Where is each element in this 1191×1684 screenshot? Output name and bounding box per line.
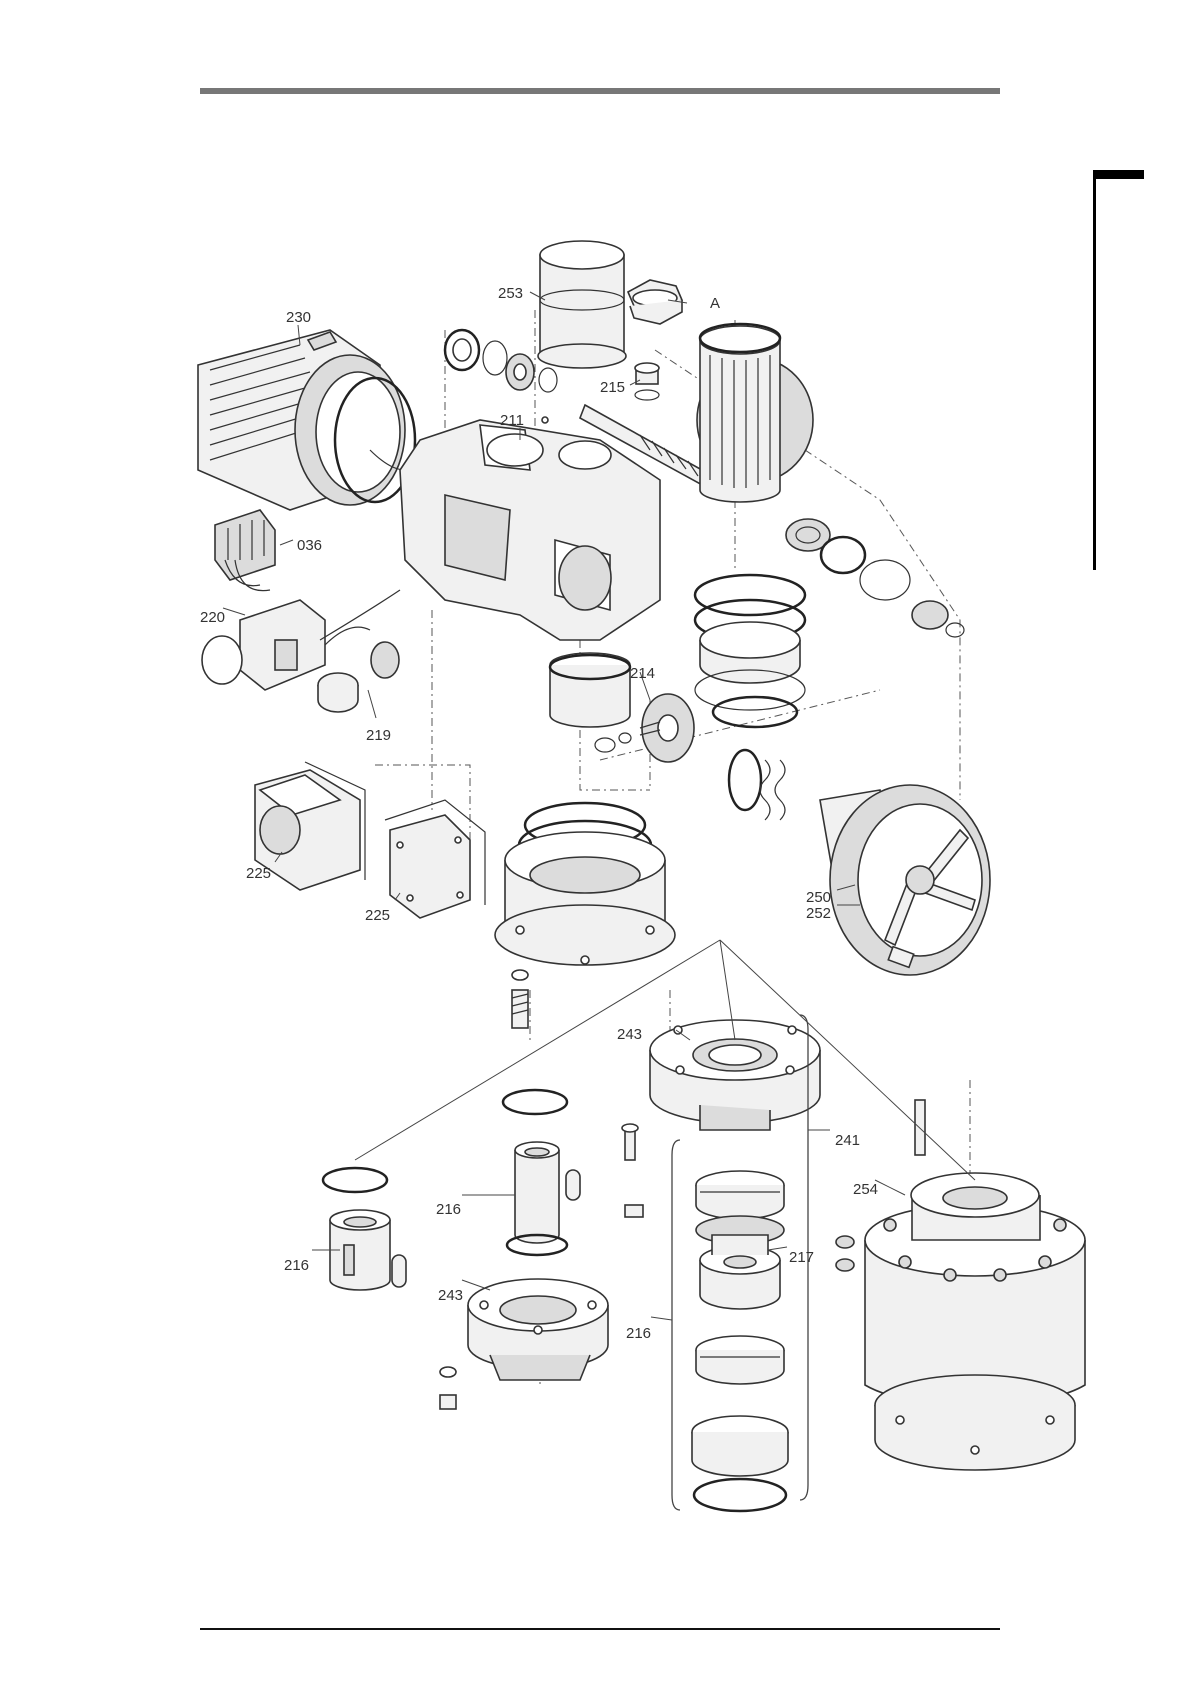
label-243-lower: 243 <box>438 1287 463 1304</box>
label-252: 252 <box>806 905 831 922</box>
housing-211 <box>400 417 660 640</box>
label-250: 250 <box>806 889 831 906</box>
label-217: 217 <box>789 1249 814 1266</box>
label-225-left: 225 <box>246 865 271 882</box>
thrust-bearing-stack-217 <box>692 1171 788 1511</box>
bearing-set-right <box>786 519 964 637</box>
label-214: 214 <box>630 665 655 682</box>
gearbox-254 <box>836 1100 1085 1470</box>
bolt-lower-flange <box>440 1367 456 1409</box>
grease-nipple <box>622 1124 643 1217</box>
label-241: 241 <box>835 1132 860 1149</box>
flange-bolt <box>512 970 528 1028</box>
handwheel-250-252 <box>729 750 990 975</box>
clutch-ring-stack <box>695 575 805 727</box>
flange-housing-center <box>495 803 675 965</box>
plug-215 <box>635 363 659 400</box>
label-219: 219 <box>366 727 391 744</box>
label-216-center: 216 <box>436 1201 461 1218</box>
label-036: 036 <box>297 537 322 554</box>
motor-230 <box>198 330 415 510</box>
gear-sleeve-214 <box>550 653 694 762</box>
label-243-upper: 243 <box>617 1026 642 1043</box>
label-216-left: 216 <box>284 1257 309 1274</box>
coupling-216-center <box>503 1090 580 1255</box>
label-211: 211 <box>500 412 524 429</box>
bracket-216 <box>672 1140 680 1510</box>
label-225-right: 225 <box>365 907 390 924</box>
coupling-216-left <box>323 1168 406 1290</box>
label-215: 215 <box>600 379 625 396</box>
cover-253 <box>538 241 626 368</box>
label-254: 254 <box>853 1181 878 1198</box>
label-216-right: 216 <box>626 1325 651 1342</box>
label-220: 220 <box>200 609 225 626</box>
worm-wheel <box>697 324 813 502</box>
flange-243-upper <box>650 1020 820 1130</box>
wiring-block-036 <box>215 510 275 591</box>
label-253: 253 <box>498 285 523 302</box>
cover-225-left <box>255 762 365 890</box>
flange-243-lower <box>468 1279 608 1380</box>
switch-unit-220 <box>202 590 400 690</box>
potentiometer-219 <box>318 627 399 712</box>
label-A: A <box>710 295 720 312</box>
hex-cap-A <box>628 280 682 324</box>
label-230: 230 <box>286 309 311 326</box>
